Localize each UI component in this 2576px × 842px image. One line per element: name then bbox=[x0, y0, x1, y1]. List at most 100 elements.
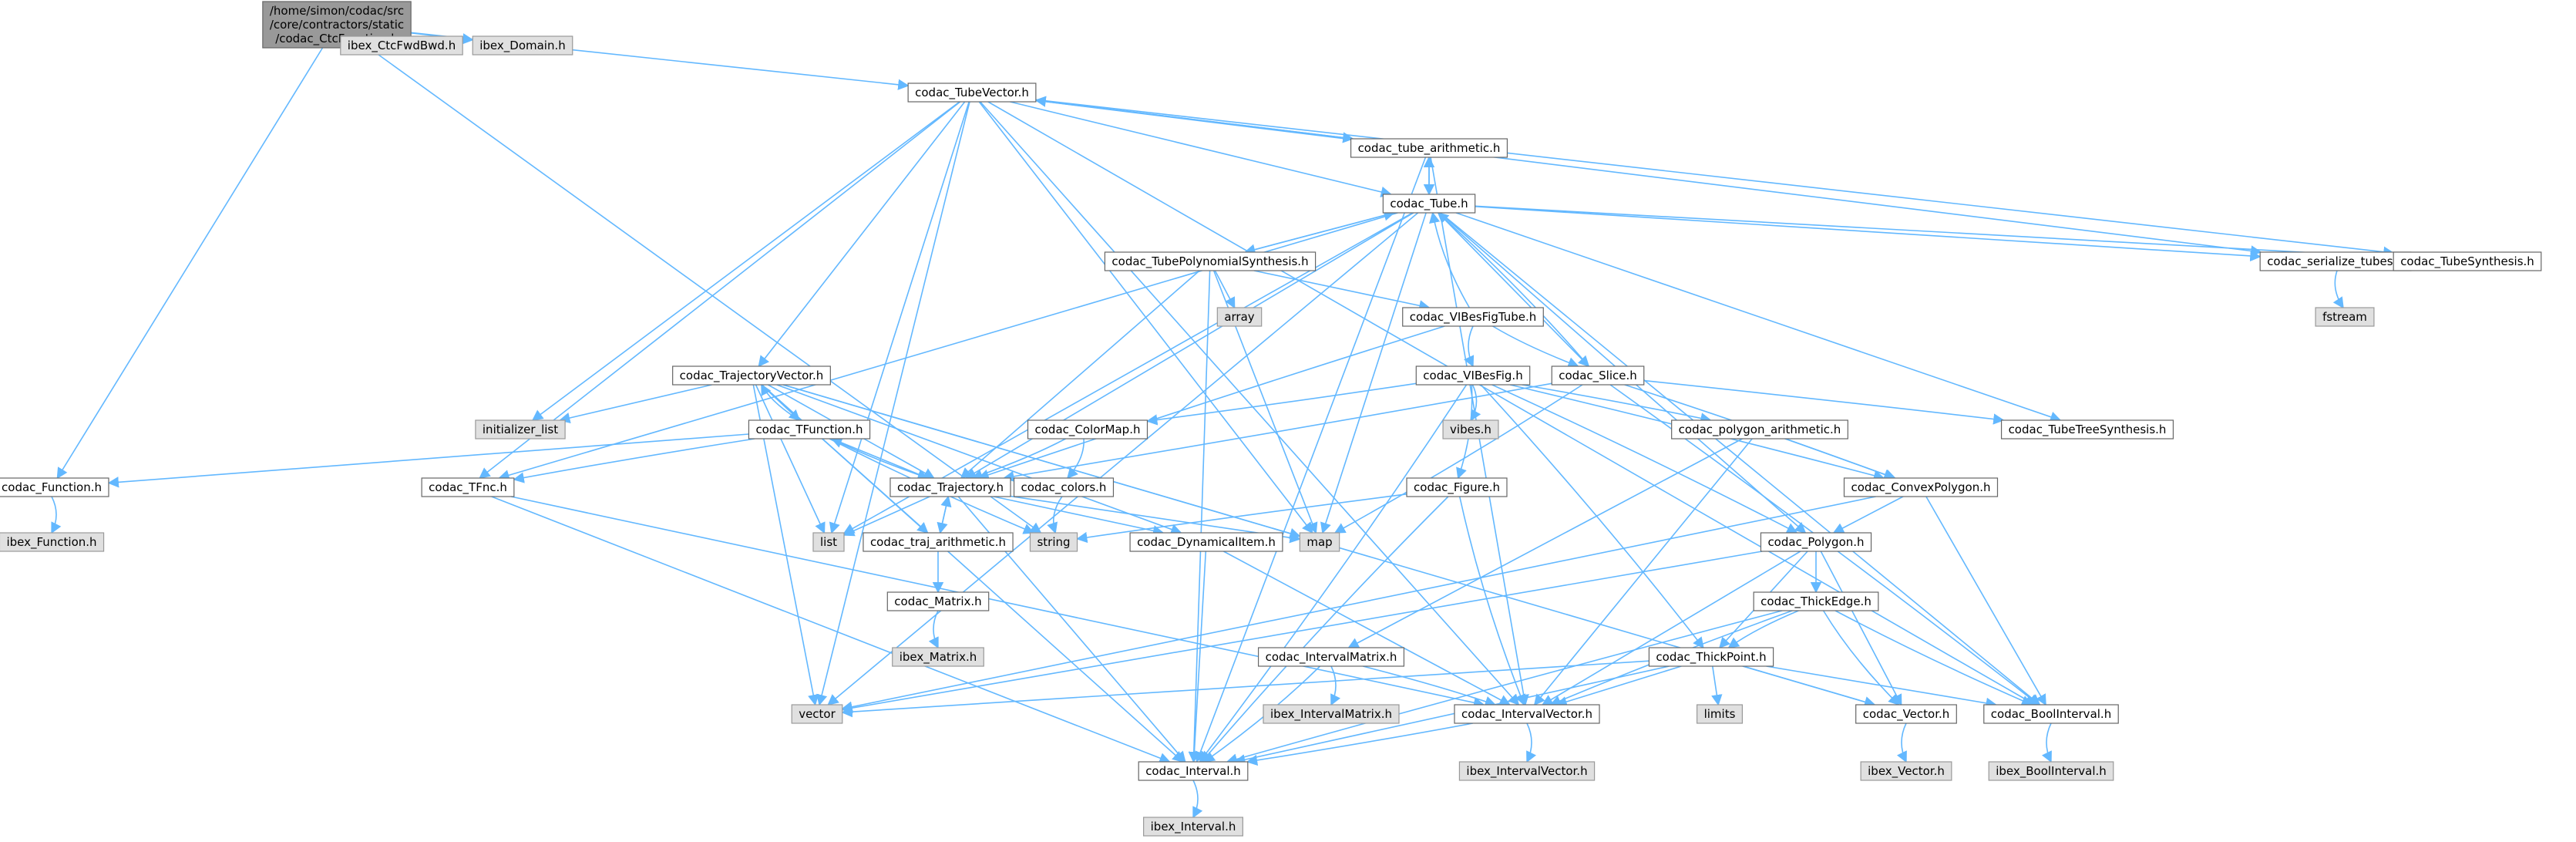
node-codac-thickpoint-h[interactable]: codac_ThickPoint.h bbox=[1648, 647, 1774, 667]
node-codac-trajectory-h[interactable]: codac_Trajectory.h bbox=[889, 477, 1011, 497]
node-codac-tube-h[interactable]: codac_Tube.h bbox=[1382, 194, 1476, 214]
node-codac-function-h[interactable]: codac_Function.h bbox=[0, 477, 109, 497]
node-codac-figure-h[interactable]: codac_Figure.h bbox=[1406, 477, 1508, 497]
edge-tfnc-to-interval bbox=[491, 496, 1171, 763]
node-codac-tubesynthesis-h[interactable]: codac_TubeSynthesis.h bbox=[2393, 251, 2542, 271]
node-codac-colors-h[interactable]: codac_colors.h bbox=[1013, 477, 1115, 497]
node-box bbox=[748, 419, 871, 440]
node-codac-thickedge-h[interactable]: codac_ThickEdge.h bbox=[1753, 591, 1879, 611]
edge-figure-to-intervalvector bbox=[1458, 496, 1526, 706]
edge-intervalmatrix-to-ibex-intervalmatrix bbox=[1330, 665, 1341, 706]
node-codac-polygon-arithmetic-h[interactable]: codac_polygon_arithmetic.h bbox=[1671, 419, 1848, 440]
node-box bbox=[0, 477, 109, 497]
node-label: codac_Matrix.h bbox=[894, 594, 981, 609]
node-label: codac_IntervalMatrix.h bbox=[1266, 650, 1397, 665]
edge-vibesfig-to-polygon bbox=[1491, 384, 1798, 534]
edge-polygon-to-intervalvector bbox=[1541, 551, 1801, 706]
node-limits: limits bbox=[1696, 704, 1744, 724]
edge-trajectory-to-tfunction bbox=[830, 437, 929, 479]
node-box bbox=[1350, 138, 1508, 158]
edge-vibesfigtube-to-slice bbox=[1492, 325, 1579, 369]
node-label: list bbox=[820, 535, 837, 549]
node-codac-vibesfigtube-h[interactable]: codac_VIBesFigTube.h bbox=[1402, 307, 1544, 327]
node-box bbox=[2259, 251, 2412, 271]
node-codac-tfnc-h[interactable]: codac_TFnc.h bbox=[421, 477, 515, 497]
node-codac-tubepolynomialsynthesis-h[interactable]: codac_TubePolynomialSynthesis.h bbox=[1104, 251, 1317, 271]
node-initializer-list: initializer_list bbox=[475, 419, 566, 440]
edge-tfunction-to-trajvector bbox=[761, 383, 800, 421]
node-box bbox=[907, 83, 1037, 103]
edge-traj-arith-to-trajectory bbox=[939, 495, 952, 534]
edge-function-to-ibex-function bbox=[51, 496, 62, 534]
node-box bbox=[1143, 817, 1243, 837]
node-box bbox=[863, 532, 1014, 552]
edge-tube-to-vector bbox=[827, 212, 1419, 706]
node-codac-interval-h[interactable]: codac_Interval.h bbox=[1138, 761, 1249, 781]
edge-thickedge-to-thickpoint bbox=[1727, 610, 1799, 648]
node-box bbox=[672, 365, 831, 386]
node-codac-boolinterval-h[interactable]: codac_BoolInterval.h bbox=[1983, 704, 2119, 724]
edge-vibesfig-to-thickpoint bbox=[1480, 384, 1704, 649]
node-box bbox=[1843, 477, 1999, 497]
node-label: codac_Vector.h bbox=[1863, 707, 1950, 722]
node-codac-vibesfig-h[interactable]: codac_VIBesFig.h bbox=[1415, 365, 1531, 386]
node-codac-trajectoryvector-h[interactable]: codac_TrajectoryVector.h bbox=[672, 365, 831, 386]
node-label: codac_serialize_tubes.h bbox=[2267, 254, 2404, 269]
node-label: vibes.h bbox=[1450, 423, 1491, 436]
node-label: codac_ThickEdge.h bbox=[1760, 594, 1871, 609]
node-codac-traj-arithmetic-h[interactable]: codac_traj_arithmetic.h bbox=[863, 532, 1014, 552]
node-codac-slice-h[interactable]: codac_Slice.h bbox=[1551, 365, 1645, 386]
edge-tfnc-to-intervalvector bbox=[510, 496, 1485, 709]
node-codac-serialize-tubes-h[interactable]: codac_serialize_tubes.h bbox=[2259, 251, 2412, 271]
node-label: vector bbox=[799, 707, 836, 721]
node-map: map bbox=[1299, 532, 1340, 552]
edge-vibesfig-to-poly-arith bbox=[1522, 384, 1712, 424]
node-codac-colormap-h[interactable]: codac_ColorMap.h bbox=[1027, 419, 1148, 440]
node-label: ibex_CtcFwdBwd.h bbox=[348, 39, 456, 53]
node-label: ibex_IntervalMatrix.h bbox=[1270, 707, 1392, 722]
edge-matrix-to-ibex-matrix bbox=[928, 610, 939, 649]
node-array: array bbox=[1216, 307, 1263, 327]
edge-interval-to-ibex-interval bbox=[1192, 780, 1203, 819]
node-ibex-domain-h: ibex_Domain.h bbox=[472, 35, 573, 56]
node-codac-tubetreesynthesis-h[interactable]: codac_TubeTreeSynthesis.h bbox=[2000, 419, 2174, 440]
node-box bbox=[1216, 307, 1263, 327]
node-box bbox=[340, 35, 463, 56]
node-label: codac_tube_arithmetic.h bbox=[1358, 141, 1501, 156]
edge-thickpoint-to-vector bbox=[841, 660, 1650, 718]
node-codac-polygon-h[interactable]: codac_Polygon.h bbox=[1760, 532, 1872, 552]
edge-tube-arith-to-tubevector bbox=[1034, 96, 1354, 140]
node-string: string bbox=[1029, 532, 1078, 552]
edge-vibesfigtube-to-trajectory bbox=[977, 325, 1445, 480]
node-label: codac_TFnc.h bbox=[429, 480, 507, 495]
edge-vibesfig-to-vibes bbox=[1470, 384, 1481, 422]
node-codac-intervalmatrix-h[interactable]: codac_IntervalMatrix.h bbox=[1257, 647, 1405, 667]
node-codac-tube-arithmetic-h[interactable]: codac_tube_arithmetic.h bbox=[1350, 138, 1508, 158]
node-codac-matrix-h[interactable]: codac_Matrix.h bbox=[886, 591, 990, 611]
node-box bbox=[1104, 251, 1317, 271]
edge-slice-to-trajectory bbox=[1003, 382, 1552, 482]
node-label: codac_TubeVector.h bbox=[915, 86, 1029, 100]
node-label: /home/simon/codac/src bbox=[270, 4, 404, 18]
node-box bbox=[0, 532, 105, 552]
edge-trajvector-to-dynamicalitem bbox=[776, 384, 1182, 535]
node-codac-tfunction-h[interactable]: codac_TFunction.h bbox=[748, 419, 871, 440]
edge-convexpolygon-to-vector bbox=[841, 496, 1876, 712]
node-codac-intervalvector-h[interactable]: codac_IntervalVector.h bbox=[1454, 704, 1600, 724]
node-label: codac_TubeSynthesis.h bbox=[2400, 254, 2534, 269]
node-codac-dynamicalitem-h[interactable]: codac_DynamicalItem.h bbox=[1129, 532, 1283, 552]
node-box bbox=[1454, 704, 1600, 724]
node-codac-vector-h[interactable]: codac_Vector.h bbox=[1855, 704, 1957, 724]
node-codac-tubevector-h[interactable]: codac_TubeVector.h bbox=[907, 83, 1037, 103]
node-label: ibex_Interval.h bbox=[1151, 820, 1236, 834]
edge-intervalvector-to-interval bbox=[1246, 722, 1473, 766]
node-codac-convexpolygon-h[interactable]: codac_ConvexPolygon.h bbox=[1843, 477, 1999, 497]
edge-tubepolysynth-to-vibesfigtube bbox=[1253, 270, 1431, 312]
node-label: codac_Trajectory.h bbox=[897, 480, 1004, 495]
node-label: fstream bbox=[2322, 310, 2367, 324]
edge-tubepolysynth-to-tube bbox=[1245, 210, 1395, 253]
node-label: codac_TubeTreeSynthesis.h bbox=[2009, 423, 2167, 437]
edge-tube-to-trajectory bbox=[965, 212, 1414, 479]
edge-convexpolygon-to-boolinterval bbox=[1925, 496, 2046, 706]
node-label: codac_TrajectoryVector.h bbox=[680, 369, 824, 383]
